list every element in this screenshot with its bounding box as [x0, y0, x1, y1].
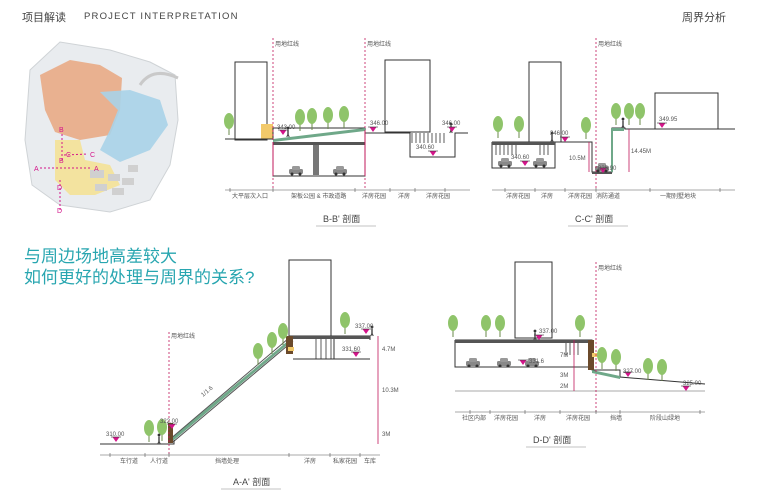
- site-map: A A B B C C D D: [22, 38, 182, 216]
- bb-redline-1: 用地红线: [275, 40, 299, 48]
- cc-dim-2: 14.45M: [631, 149, 651, 155]
- dd-elev-3: 327.00: [623, 369, 642, 375]
- map-marker-a2: A: [94, 166, 99, 173]
- dd-dim-2: 3M: [560, 373, 568, 379]
- aa-dim-3: 3M: [382, 432, 390, 438]
- cc-elev-3: 335.90: [598, 166, 617, 172]
- dd-label-5: 挡墙: [610, 414, 622, 422]
- dd-dim-3: 2M: [560, 384, 568, 390]
- map-marker-a: A: [34, 166, 39, 173]
- map-marker-c2: C: [90, 152, 95, 159]
- aa-label-1: 车行道: [120, 457, 138, 465]
- dd-label-1: 社区内部: [462, 414, 486, 422]
- aa-label-4: 洋房: [304, 457, 316, 465]
- bb-label-5: 洋房花园: [426, 192, 450, 200]
- cc-elev-1: 340.60: [511, 155, 530, 161]
- cc-label-1: 洋房花园: [506, 192, 530, 200]
- bb-label-3: 洋房花园: [362, 192, 386, 200]
- dd-elev-1: 337.00: [539, 329, 558, 335]
- section-cc: 用地红线 10.5M 14.45M 340.60 346.00 335.90 3…: [491, 38, 735, 227]
- aa-label-3: 挡墙处理: [215, 457, 239, 465]
- map-marker-b: B: [59, 127, 64, 134]
- map-marker-d2: D: [57, 208, 62, 215]
- aa-slope: 1/1.6: [200, 385, 215, 399]
- bb-elev-4: 340.60: [416, 145, 435, 151]
- bb-label-4: 洋房: [398, 192, 410, 200]
- map-orange-zone: [40, 60, 122, 140]
- bb-label-1: 大平层次入口: [232, 192, 268, 200]
- section-bb: 用地红线 用地红线 343.00 346.00 346.00 340.60 大平…: [223, 38, 470, 227]
- map-blue-zone: [100, 90, 168, 162]
- section-title: 周界分析: [682, 12, 726, 24]
- section-dd: 用地红线 337.00 331.6 327.00 325.00 7M 3M 2M…: [447, 261, 706, 448]
- cc-redline: 用地红线: [598, 40, 622, 48]
- map-marker-d: D: [57, 185, 62, 192]
- dd-label-4: 洋房花园: [566, 414, 590, 422]
- aa-redline: 用地红线: [171, 332, 195, 340]
- cc-label-5: 一期别墅地块: [660, 192, 696, 200]
- aa-section-title: A-A' 剖面: [233, 476, 270, 487]
- bb-elev-3: 346.00: [442, 121, 461, 127]
- dd-label-6: 阶段山绿地: [650, 414, 680, 422]
- page-title-en: PROJECT INTERPRETATION: [84, 11, 239, 22]
- cc-label-3: 洋房花园: [568, 192, 592, 200]
- map-marker-c: C: [66, 152, 71, 159]
- aa-dim-1: 4.7M: [382, 347, 395, 353]
- map-yellow-zone: [55, 140, 120, 195]
- question-text: 与周边场地高差较大 如何更好的处理与周界的关系?: [24, 246, 254, 288]
- bb-label-2: 架板公园 & 市政道路: [291, 192, 346, 200]
- bb-elev-1: 343.00: [277, 125, 296, 131]
- aa-dim-2: 10.3M: [382, 388, 399, 394]
- aa-elev-3: 337.00: [355, 324, 374, 330]
- dd-elev-2: 331.6: [529, 359, 545, 365]
- page-title: 项目解读: [22, 12, 66, 24]
- aa-elev-4: 331.60: [342, 347, 361, 353]
- cc-elev-2: 346.00: [550, 131, 569, 137]
- bb-section-title: B-B' 剖面: [323, 213, 360, 224]
- question-line-2: 如何更好的处理与周界的关系?: [24, 268, 255, 287]
- cc-label-2: 洋房: [541, 192, 553, 200]
- cc-section-title: C-C' 剖面: [575, 213, 613, 224]
- aa-elev-2: 322.00: [160, 419, 179, 425]
- dd-redline: 用地红线: [598, 264, 622, 272]
- question-line-1: 与周边场地高差较大: [24, 247, 177, 266]
- cc-label-4: 消防通道: [596, 192, 620, 200]
- section-aa: 用地红线 1/1.6 310.00 322.00 337.00 331.60 4…: [100, 259, 399, 490]
- aa-label-2: 人行道: [150, 457, 168, 465]
- dd-label-2: 洋房花园: [494, 414, 518, 422]
- aa-label-6: 车库: [364, 457, 376, 465]
- dd-label-3: 洋房: [534, 414, 546, 422]
- aa-label-5: 私家花园: [333, 457, 357, 465]
- dd-section-title: D-D' 剖面: [533, 434, 571, 445]
- bb-elev-2: 346.00: [370, 121, 389, 127]
- dd-elev-4: 325.00: [683, 381, 702, 387]
- cc-dim-1: 10.5M: [569, 156, 586, 162]
- cc-elev-4: 349.95: [659, 117, 678, 123]
- map-marker-b2: B: [59, 158, 64, 165]
- aa-elev-1: 310.00: [106, 432, 125, 438]
- bb-redline-2: 用地红线: [367, 40, 391, 48]
- dd-dim-1: 7M: [560, 353, 568, 359]
